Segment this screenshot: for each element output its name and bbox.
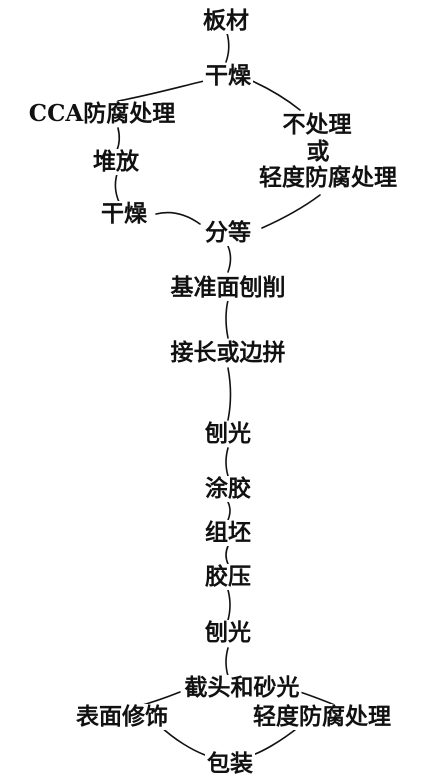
node-no-treatment: 不处理 bbox=[280, 111, 354, 138]
connector-dry-notreat bbox=[249, 79, 301, 111]
connector-stack-dry2 bbox=[114, 173, 120, 203]
connector-joint-plane bbox=[227, 367, 232, 421]
connector-datum-joint bbox=[225, 299, 229, 339]
connector-grade-datum bbox=[227, 245, 232, 273]
node-dry-2: 干燥 bbox=[99, 200, 149, 227]
connector-plane-glue bbox=[225, 447, 229, 477]
node-packaging: 包装 bbox=[205, 750, 255, 777]
connector-board-dry bbox=[225, 32, 230, 63]
node-or: 或 bbox=[304, 138, 332, 165]
node-stack: 堆放 bbox=[91, 148, 141, 175]
connector-cca-stack bbox=[116, 127, 121, 151]
node-dry-1: 干燥 bbox=[203, 62, 253, 89]
connector-dry2-grade bbox=[155, 211, 201, 225]
connector-glue-assemble bbox=[227, 501, 231, 521]
node-datum-planing: 基准面刨削 bbox=[168, 274, 288, 301]
node-grade: 分等 bbox=[203, 219, 253, 246]
node-gluing: 涂胶 bbox=[203, 475, 253, 502]
node-light-treatment-2: 轻度防腐处理 bbox=[251, 703, 393, 730]
node-assembly: 组坯 bbox=[203, 519, 253, 546]
connector-surface-pack bbox=[159, 725, 206, 756]
node-cca-treatment: CCA防腐处理 bbox=[26, 100, 178, 127]
connector-assemble-press bbox=[225, 545, 229, 565]
node-pressing: 胶压 bbox=[203, 563, 253, 590]
node-planing-2: 刨光 bbox=[203, 619, 253, 646]
node-board: 板材 bbox=[201, 7, 251, 34]
node-light-treatment-1: 轻度防腐处理 bbox=[257, 164, 399, 191]
node-planing-1: 刨光 bbox=[203, 420, 253, 447]
connector-dry-cca bbox=[117, 79, 209, 102]
node-surface-finish: 表面修饰 bbox=[74, 703, 170, 730]
node-joint-or-edge: 接长或边拼 bbox=[168, 339, 288, 366]
connector-plane2-cut bbox=[225, 647, 229, 677]
connector-treat2-pack bbox=[249, 725, 301, 757]
node-cut-sand: 截头和砂光 bbox=[182, 674, 302, 701]
connector-treat-grade bbox=[261, 194, 321, 229]
connector-press-plane2 bbox=[227, 589, 231, 621]
